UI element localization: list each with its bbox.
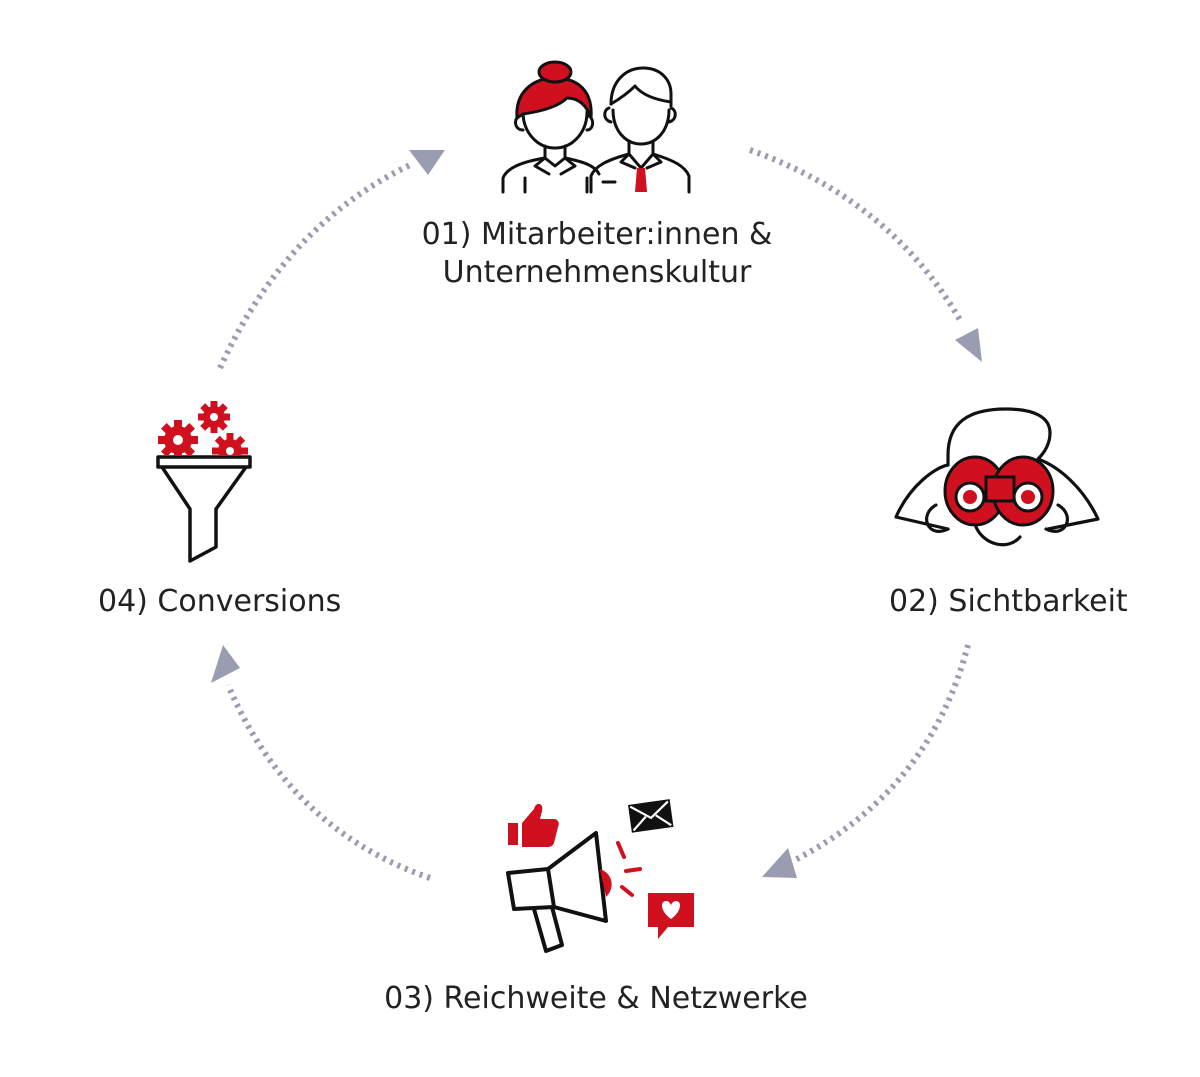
arrow-03-to-04 xyxy=(225,683,431,881)
step-01-label-line2: Unternehmenskultur xyxy=(442,255,752,290)
arrowhead-02 xyxy=(955,328,982,362)
step-04-label: 04) Conversions xyxy=(98,584,342,619)
heart-bubble-icon xyxy=(648,893,694,939)
arrow-02-to-03 xyxy=(793,644,971,863)
arrowhead-01 xyxy=(409,150,445,175)
thumbs-up-icon xyxy=(508,803,559,847)
step-01-label-line1: 01) Mitarbeiter:innen & xyxy=(421,217,773,252)
binoculars-icon xyxy=(894,407,1100,547)
funnel-gears-icon xyxy=(154,401,254,563)
arrow-01-to-02 xyxy=(748,147,963,322)
arrowhead-03 xyxy=(762,848,797,878)
arrow-04-to-01 xyxy=(217,162,412,370)
envelope-icon xyxy=(628,799,674,833)
step-03-label: 03) Reichweite & Netzwerke xyxy=(384,981,808,1016)
employees-icon xyxy=(501,60,691,194)
megaphone-icon xyxy=(506,799,694,953)
arrowhead-04 xyxy=(211,645,240,683)
step-02-label: 02) Sichtbarkeit xyxy=(889,584,1128,619)
step-01-label: 01) Mitarbeiter:innen & Unternehmenskult… xyxy=(422,216,773,292)
